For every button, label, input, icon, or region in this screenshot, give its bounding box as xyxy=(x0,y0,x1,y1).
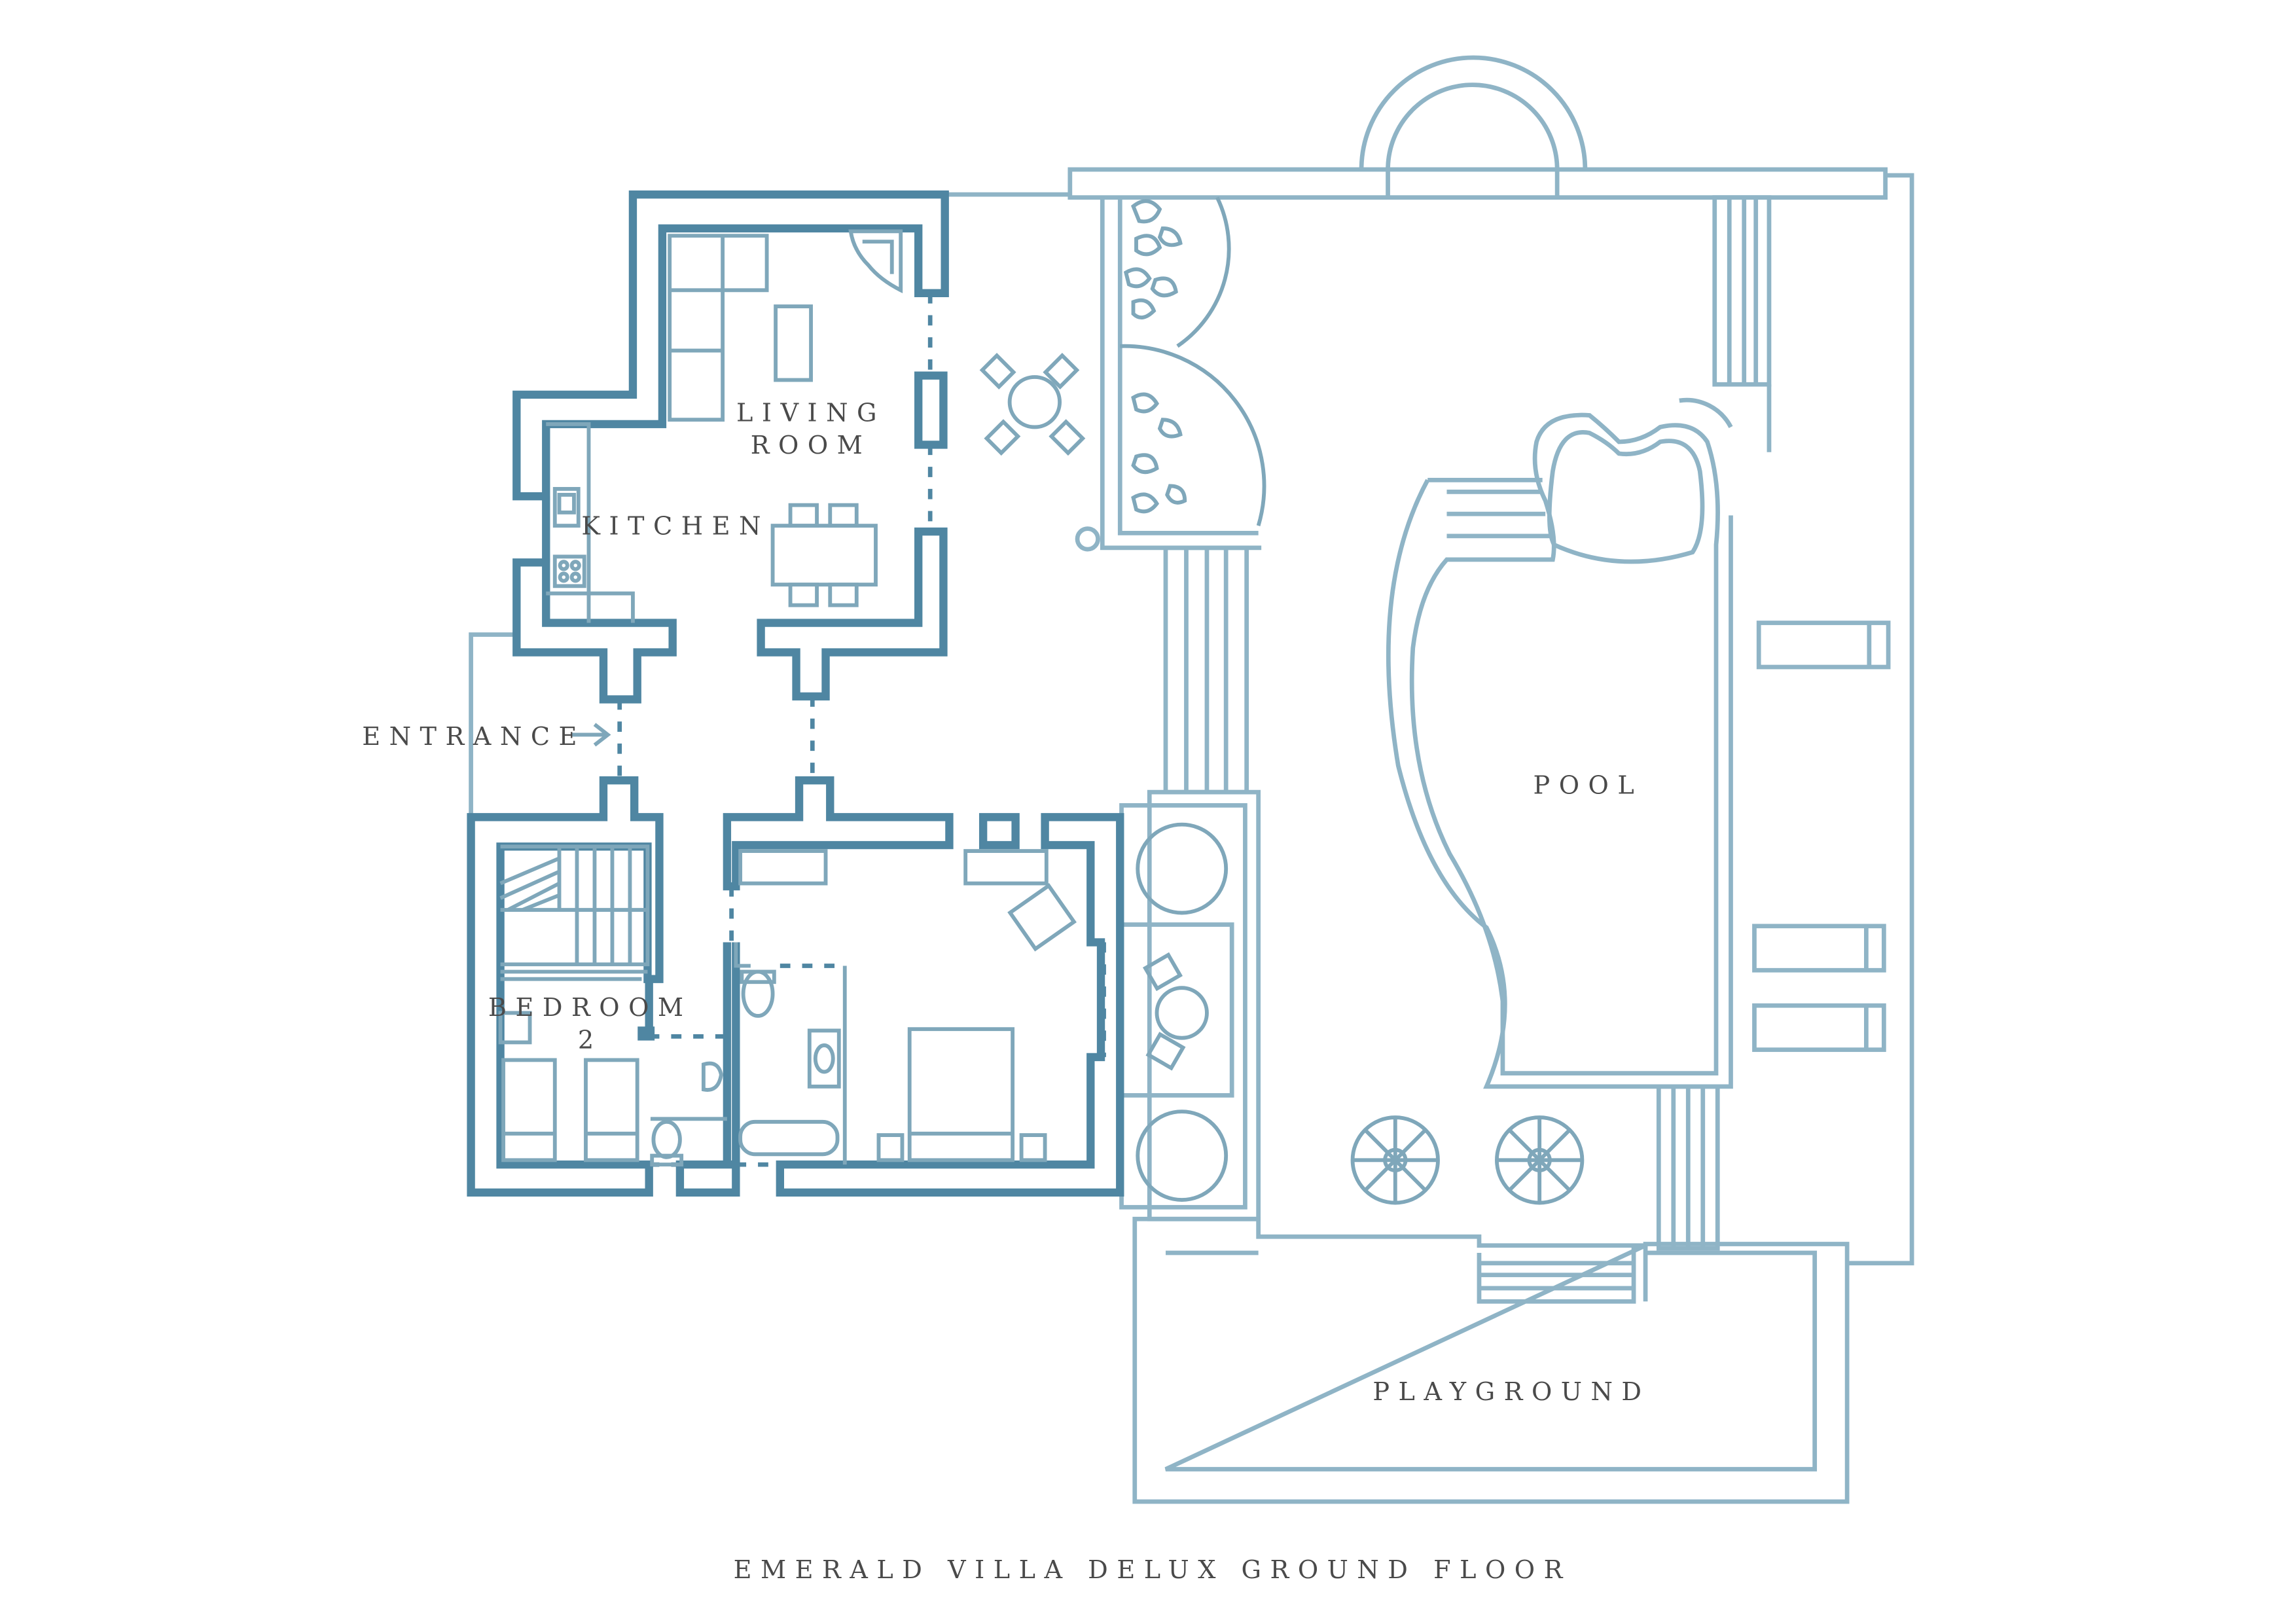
label-living-line2: ROOM xyxy=(751,431,872,460)
label-bedroom2-line1: BEDROOM xyxy=(488,994,692,1022)
plant-icons xyxy=(1123,199,1187,514)
garden-strip xyxy=(1075,196,1266,552)
top-terrace-wall xyxy=(1067,167,1888,200)
furniture xyxy=(498,229,1086,1166)
pool xyxy=(1409,412,1720,1076)
lamp-post xyxy=(1075,526,1100,552)
playground xyxy=(1132,1216,1850,1504)
lower-right-steps xyxy=(1656,1084,1720,1251)
label-playground: PLAYGROUND xyxy=(1372,1378,1650,1407)
label-pool: POOL xyxy=(1533,771,1643,800)
right-property-line xyxy=(1847,173,1914,1266)
room-labels: LIVING ROOM KITCHEN ENTRANCE BEDROOM 2 P… xyxy=(362,399,1650,1585)
label-entrance: ENTRANCE xyxy=(362,723,586,751)
site-outlines xyxy=(469,55,1914,1266)
top-right-steps xyxy=(1712,195,1772,452)
pool-terrace-corner xyxy=(1679,397,1733,429)
label-bedroom2-line2: 2 xyxy=(578,1026,603,1055)
label-kitchen: KITCHEN xyxy=(581,513,770,541)
bedroom-terrace xyxy=(1119,789,1261,1221)
house-walls xyxy=(467,190,1124,1197)
middle-steps xyxy=(1163,545,1249,795)
entrance-arrow-icon xyxy=(571,723,611,747)
umbrellas xyxy=(1350,1115,1585,1205)
semicircle-balcony-outer xyxy=(1359,55,1588,170)
sun-loungers xyxy=(1752,621,1891,1053)
plan-title: EMERALD VILLA DELUX GROUND FLOOR xyxy=(734,1556,1571,1585)
label-living-line1: LIVING xyxy=(736,399,886,427)
entrance-path-outline xyxy=(469,632,516,818)
semicircle-balcony-inner xyxy=(1386,82,1560,198)
